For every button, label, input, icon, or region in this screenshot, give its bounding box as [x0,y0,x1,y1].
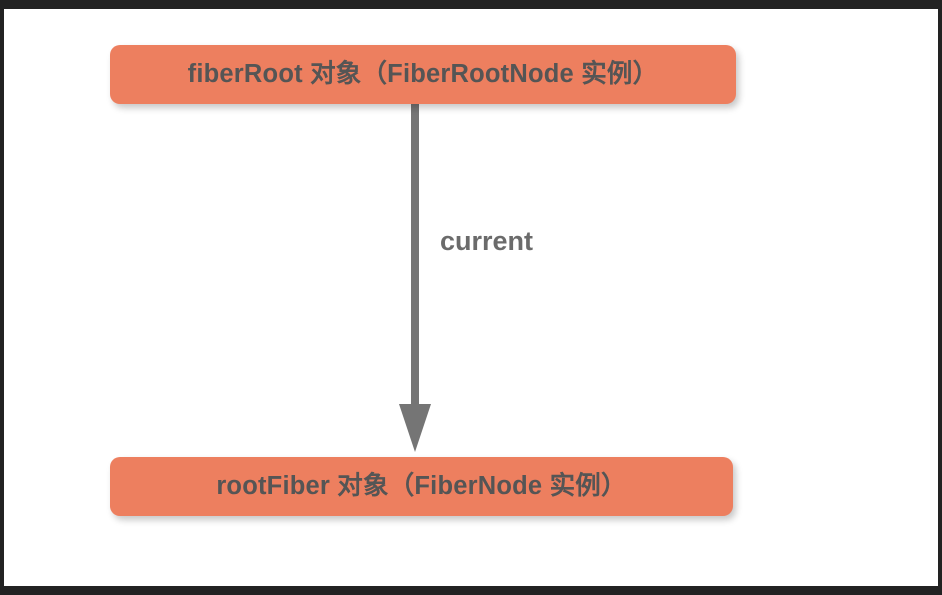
edge-label-current: current [440,226,534,256]
frame-border-top [0,0,942,9]
node-rootfiber[interactable]: rootFiber 对象（FiberNode 实例） [110,457,733,516]
node-fiberroot-label: fiberRoot 对象（FiberRootNode 实例） [187,59,659,88]
frame-border-bottom [0,586,942,595]
frame-border-right [938,0,942,595]
frame-border-left [0,0,4,595]
node-fiberroot[interactable]: fiberRoot 对象（FiberRootNode 实例） [110,45,736,104]
node-rootfiber-label: rootFiber 对象（FiberNode 实例） [216,471,627,500]
down-arrow-icon [399,404,431,452]
